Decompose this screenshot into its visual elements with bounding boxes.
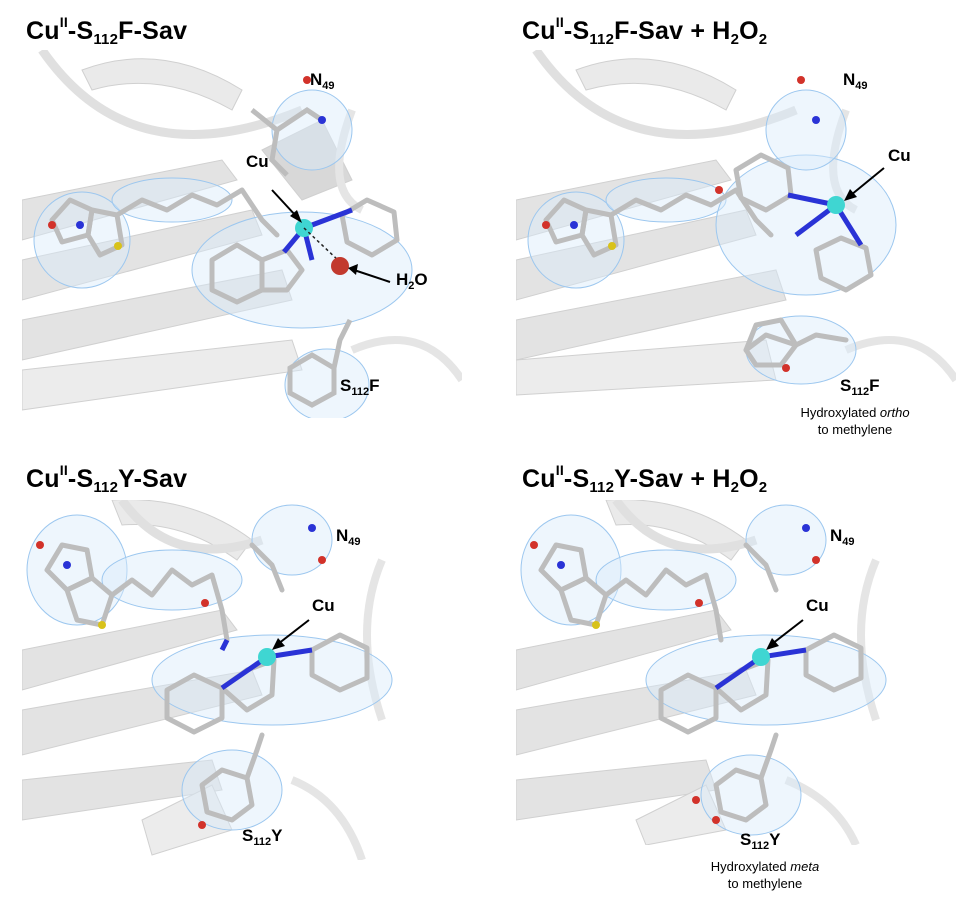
panel-title: CuII-S112F-Sav <box>26 14 188 48</box>
panel-title: CuII-S112Y-Sav + H2O2 <box>522 462 768 496</box>
cu-label: Cu <box>312 596 335 615</box>
s112f-label: S112F <box>340 376 380 398</box>
copper-ligand <box>209 197 400 305</box>
s112y-label: S112Y <box>242 826 283 848</box>
phe112-residue <box>287 318 353 408</box>
asn49-label: N49 <box>310 70 335 92</box>
structure-view <box>22 50 462 418</box>
asn49-label: N49 <box>336 526 361 548</box>
cu-label: Cu <box>888 146 911 165</box>
cu-label: Cu <box>806 596 829 615</box>
structure-view <box>516 50 956 400</box>
asn49-label: N49 <box>830 526 855 548</box>
s112f-label: S112F <box>840 376 880 398</box>
asn49-residue <box>250 106 324 177</box>
cu-label: Cu <box>246 152 269 171</box>
asn49-label: N49 <box>843 70 868 92</box>
hydroxylation-note: Hydroxylated ortho to methylene <box>800 405 910 437</box>
protein-ribbon <box>22 58 353 411</box>
water-label: H2O <box>396 270 428 292</box>
panel-title: CuII-S112Y-Sav <box>26 462 188 496</box>
structure-view <box>516 500 956 845</box>
s112y-label: S112Y <box>740 830 781 852</box>
biotin-anchor <box>49 187 280 258</box>
water-molecule <box>331 257 349 275</box>
hydroxylation-note: Hydroxylated meta to methylene <box>710 859 820 891</box>
panel-title: CuII-S112F-Sav + H2O2 <box>522 14 768 48</box>
structure-view <box>22 500 462 860</box>
